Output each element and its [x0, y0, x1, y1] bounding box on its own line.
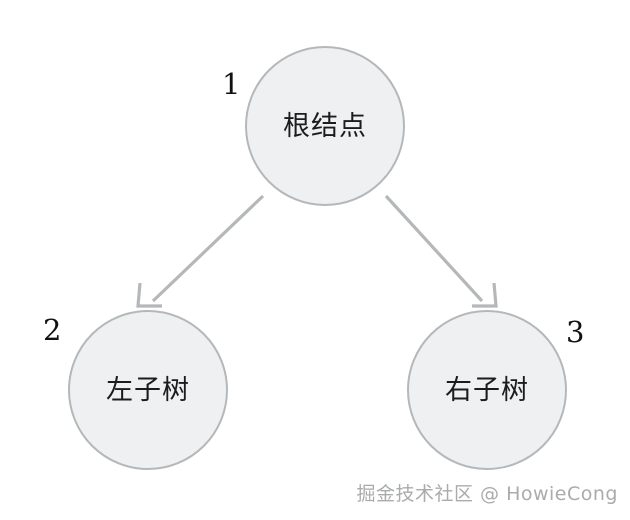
node-right-subtree[interactable]: 右子树 — [407, 310, 567, 470]
node-root-index: 1 — [222, 67, 241, 101]
node-left-subtree-label: 左子树 — [106, 374, 190, 406]
node-right-subtree-index: 3 — [566, 315, 585, 349]
node-right-subtree-label: 右子树 — [445, 374, 529, 406]
node-root-label: 根结点 — [283, 110, 367, 142]
node-root[interactable]: 根结点 — [245, 46, 405, 206]
edge-root-to-right — [384, 194, 498, 308]
watermark: 掘金技术社区 @ HowieCong — [356, 483, 618, 505]
arrowhead-left-icon — [136, 282, 162, 308]
edge-root-to-left — [136, 194, 265, 308]
node-left-subtree[interactable]: 左子树 — [68, 310, 228, 470]
arrowhead-right-icon — [472, 282, 498, 308]
node-left-subtree-index: 2 — [43, 313, 62, 347]
